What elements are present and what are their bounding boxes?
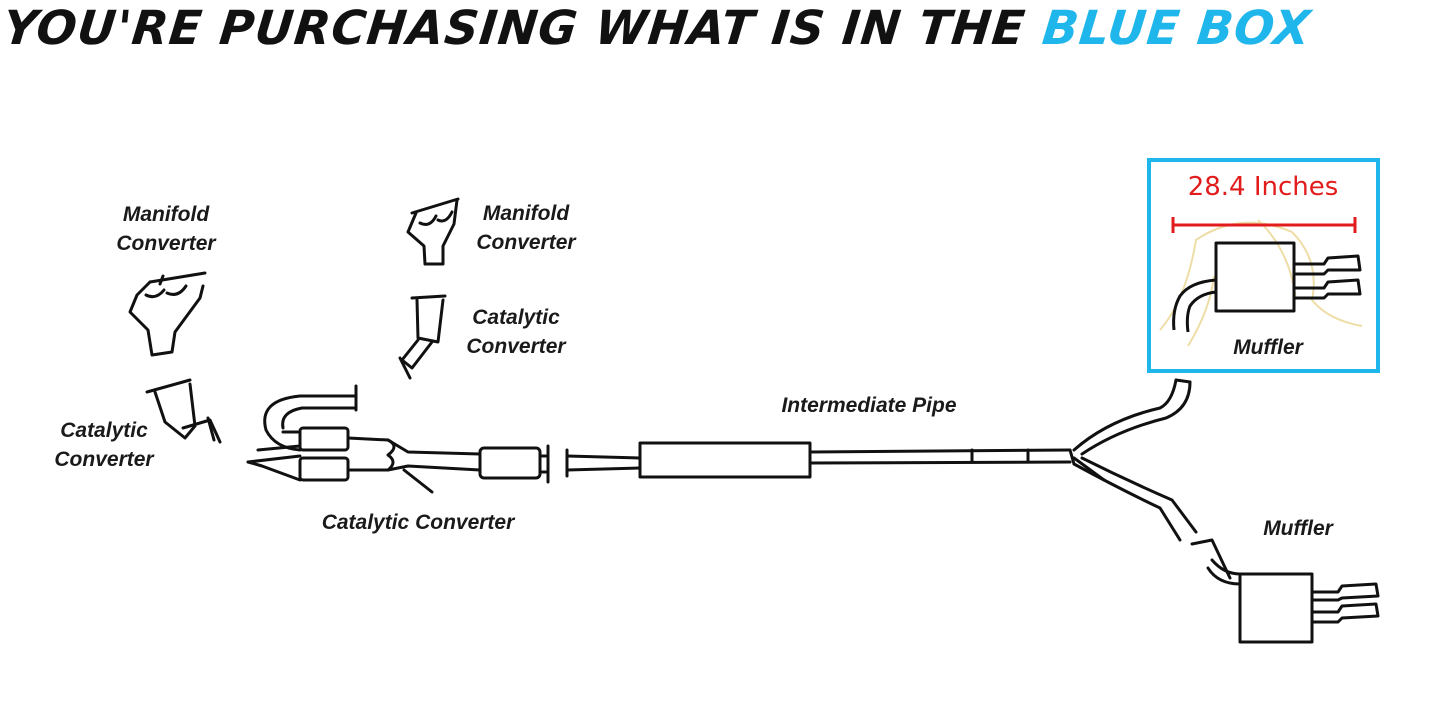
selection-box (1147, 158, 1380, 373)
intermediate-pipe-part (565, 441, 1076, 479)
label-muffler-selected: Muffler (1233, 336, 1303, 359)
label-catalytic-converter-left: Catalytic Converter (54, 419, 154, 471)
label-intermediate-pipe: Intermediate Pipe (781, 394, 957, 417)
label-catalytic-converter-right: Catalytic Converter (466, 306, 566, 358)
muffler-lower-part (1238, 572, 1380, 644)
y-pipe-part (1072, 378, 1242, 586)
measurement-bar (1171, 217, 1357, 233)
muffler-selected-part (1172, 241, 1362, 333)
label-muffler-lower: Muffler (1263, 517, 1333, 540)
label-manifold-converter-left: Manifold Converter (116, 203, 216, 255)
catalytic-converter-left-part (145, 378, 222, 444)
front-pipe-assembly (246, 384, 550, 494)
catalytic-converter-right-part (398, 294, 447, 380)
label-manifold-converter-right: Manifold Converter (476, 202, 576, 254)
manifold-converter-left-part (128, 271, 207, 357)
manifold-converter-right-part (406, 197, 460, 266)
label-catalytic-converter-bottom: Catalytic Converter (321, 511, 515, 534)
selection-box-border (1147, 158, 1380, 373)
muffler-length-measurement: 28.4 Inches (1187, 172, 1339, 202)
